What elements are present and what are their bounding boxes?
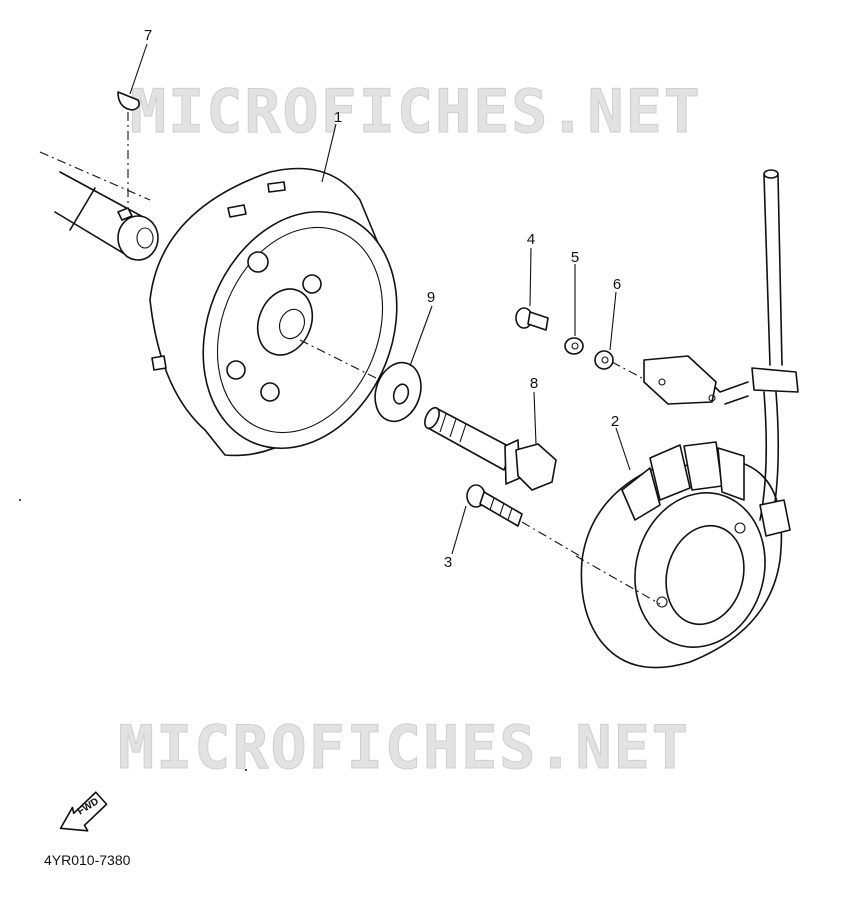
diagram-code: 4YR010-7380 <box>44 852 131 868</box>
screw-3 <box>466 484 581 557</box>
leader-lines <box>129 43 631 555</box>
wire-harness <box>699 169 799 537</box>
lock-washer-6 <box>594 350 614 370</box>
flange-bolt <box>424 406 557 491</box>
lead-wire-clamp <box>611 355 717 405</box>
callout-1: 1 <box>334 109 342 126</box>
watermark-top: MICROFICHES.NET <box>130 77 702 147</box>
callout-6: 6 <box>613 276 621 293</box>
callout-5: 5 <box>571 249 579 266</box>
callout-8: 8 <box>530 375 538 392</box>
callout-2: 2 <box>611 413 619 430</box>
stray-dot <box>245 769 247 771</box>
washer <box>299 339 422 423</box>
callout-7: 7 <box>144 27 152 44</box>
stator-coil <box>575 441 783 669</box>
flywheel-rotor <box>149 167 398 457</box>
fwd-arrow: FWD <box>59 791 108 832</box>
stray-dot <box>19 499 21 501</box>
callout-9: 9 <box>427 289 435 306</box>
screw-4 <box>515 307 549 331</box>
woodruff-key <box>117 91 140 205</box>
callout-4: 4 <box>527 231 535 248</box>
plain-washer-5 <box>564 337 584 355</box>
watermark-bottom: MICROFICHES.NET <box>118 713 690 783</box>
crankshaft-end <box>39 151 159 261</box>
callout-3: 3 <box>444 554 452 571</box>
